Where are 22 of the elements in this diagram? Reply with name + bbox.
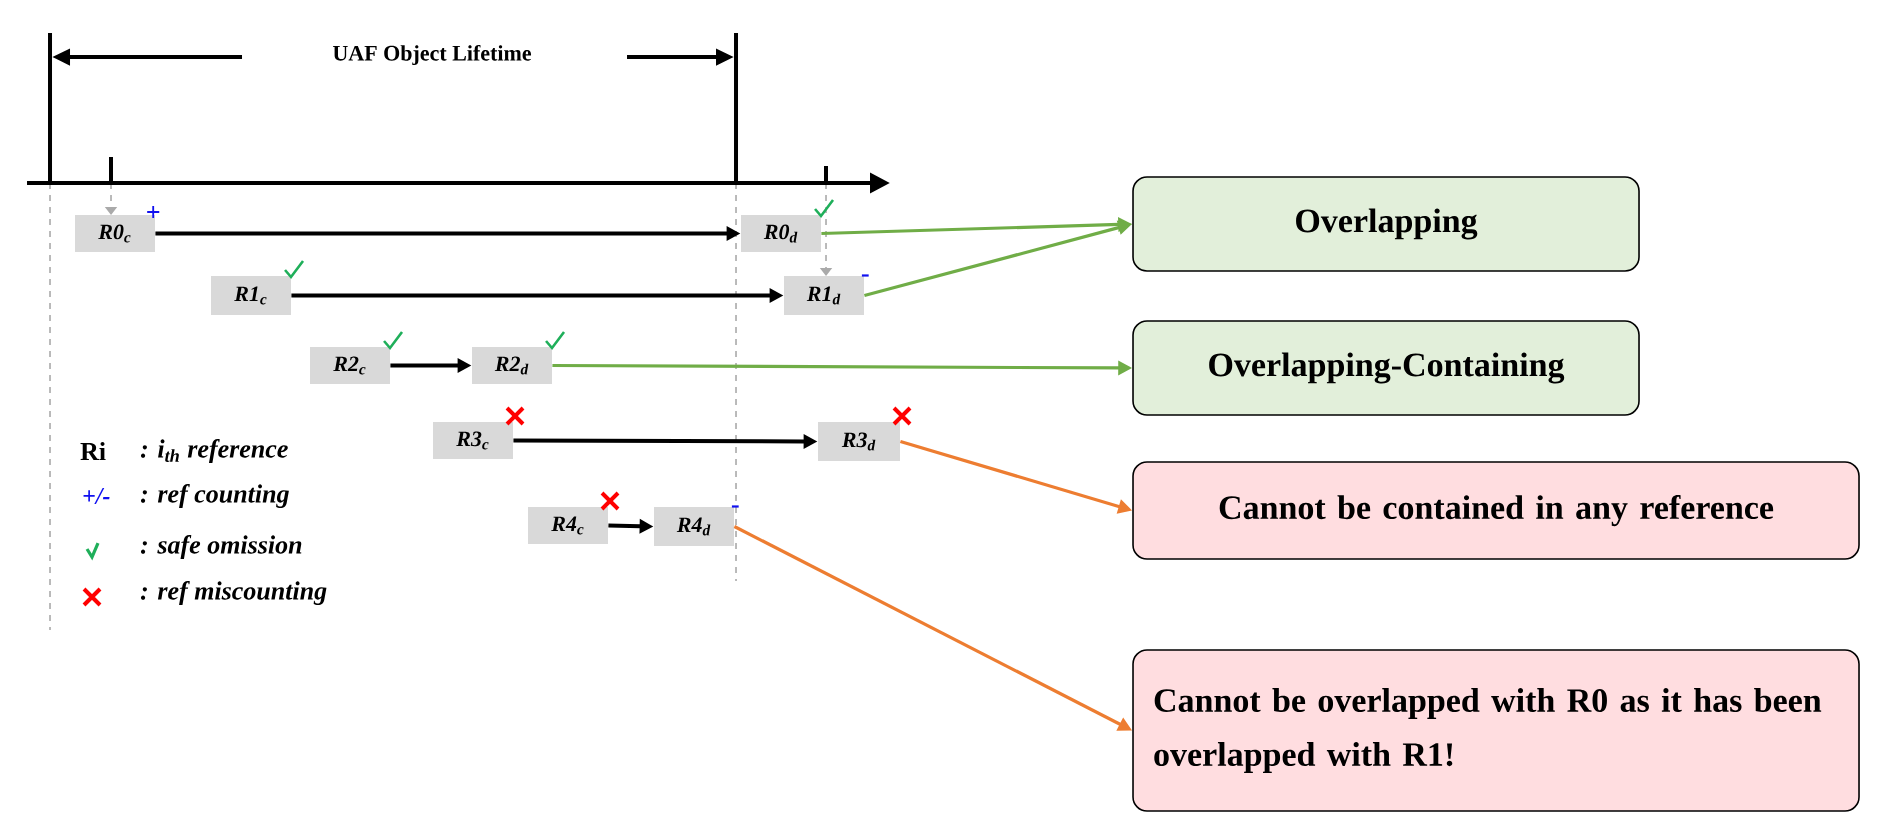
legend-symbol: +/- <box>83 488 110 504</box>
legend-text: : ref miscounting <box>140 581 327 605</box>
reference-box: R3$_{d}$ <box>818 422 900 461</box>
legend-symbol: Ri <box>80 442 106 461</box>
reference-box: R4$_{d}$ <box>654 507 734 546</box>
count-sign: - <box>731 505 739 508</box>
reference-box: R2$_{c}$ <box>310 347 390 384</box>
reference-box: R2$_{d}$ <box>472 347 552 384</box>
legend-text: : i$_{th}$ reference <box>140 439 288 463</box>
result-box: Overlapping-Containing <box>1132 320 1640 416</box>
reference-box: R1$_{c}$ <box>211 276 291 315</box>
legend-text: : safe omission <box>140 535 302 559</box>
reference-box: R3$_{c}$ <box>433 422 513 459</box>
count-sign: - <box>861 274 869 277</box>
reference-box: R0$_{d}$ <box>741 215 821 252</box>
dimension-label: UAF Object Lifetime <box>332 44 532 66</box>
reference-box: R1$_{d}$ <box>784 276 864 315</box>
result-box: Overlapping <box>1132 176 1640 272</box>
result-box: Cannot be contained in any reference <box>1132 461 1860 560</box>
legend-text: : ref counting <box>140 484 289 508</box>
result-box: Cannot be overlapped with R0 as it has been overlapped with R1! <box>1132 649 1860 812</box>
reference-box: R4$_{c}$ <box>528 507 608 544</box>
